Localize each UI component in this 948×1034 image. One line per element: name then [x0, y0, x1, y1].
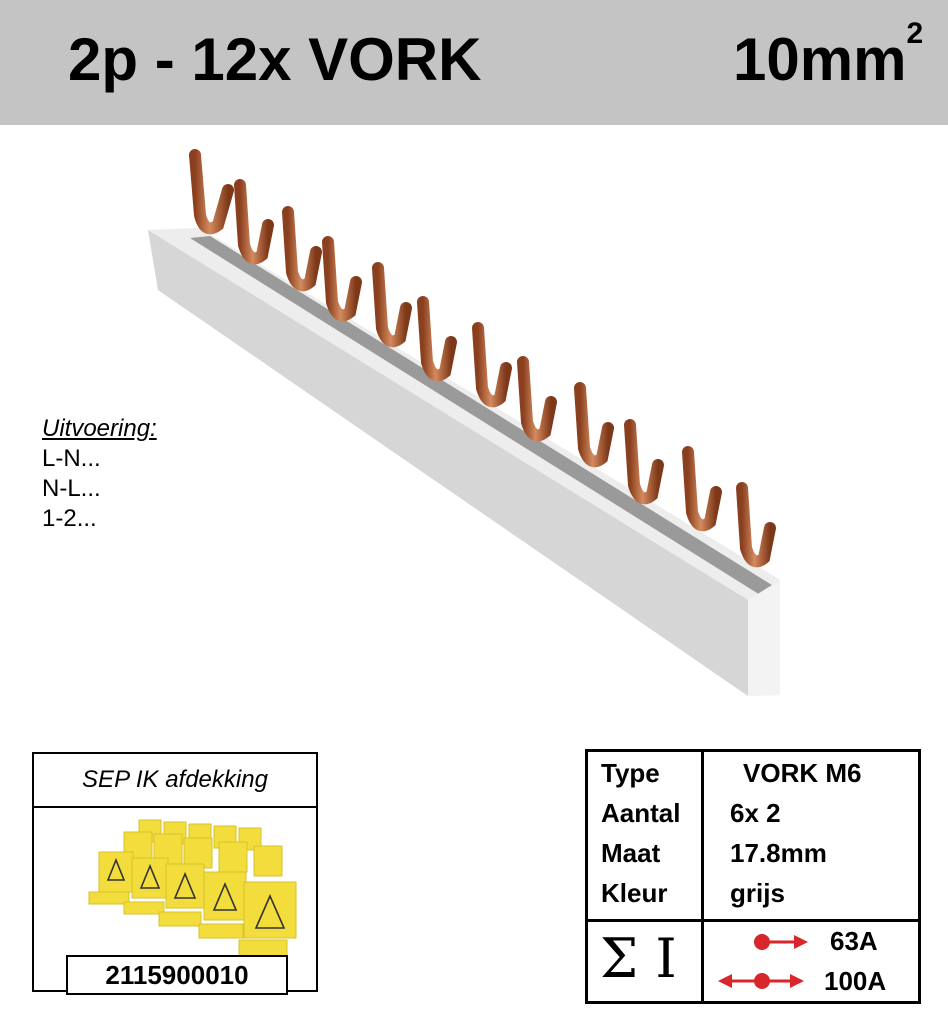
cross-section-size: 10mm2 — [733, 17, 924, 93]
spec-label-type: Type — [601, 758, 660, 788]
center-feed-arrow-icon — [718, 973, 804, 989]
variant-item: N-L... — [42, 475, 101, 502]
cover-title: SEP IK afdekking — [34, 754, 316, 808]
spec-value-kleur: grijs — [730, 878, 785, 908]
spec-label-kleur: Kleur — [601, 878, 668, 908]
spec-value-aantal: 6x 2 — [730, 798, 781, 828]
spec-value-type: VORK M6 — [743, 758, 862, 788]
end-feed-arrow-icon — [754, 934, 808, 950]
current-rating-center-feed: 100A — [824, 966, 887, 996]
current-rating-end-feed: 63A — [830, 926, 878, 956]
spec-label-aantal: Aantal — [601, 798, 681, 828]
product-title: 2p - 12x VORK — [68, 26, 482, 93]
variants-list: Uitvoering: L-N... N-L... 1-2... — [42, 414, 157, 534]
sum-current-symbol: Σ I — [600, 927, 677, 990]
variant-item: 1-2... — [42, 505, 97, 532]
variant-item: L-N... — [42, 445, 101, 472]
table-divider — [588, 919, 918, 922]
spec-table: Type VORK M6 Aantal 6x 2 Maat 17.8mm Kle… — [585, 749, 921, 1004]
article-number: 2115900010 — [66, 955, 288, 995]
busbar-product-image — [148, 149, 780, 696]
variants-label: Uitvoering: — [42, 415, 157, 442]
table-divider — [701, 752, 704, 1001]
warning-cover-image — [88, 819, 297, 957]
spec-label-maat: Maat — [601, 838, 661, 868]
cover-accessory-box: SEP IK afdekking — [32, 752, 318, 992]
header-banner: 2p - 12x VORK 10mm2 — [0, 0, 948, 125]
spec-value-maat: 17.8mm — [730, 838, 827, 868]
